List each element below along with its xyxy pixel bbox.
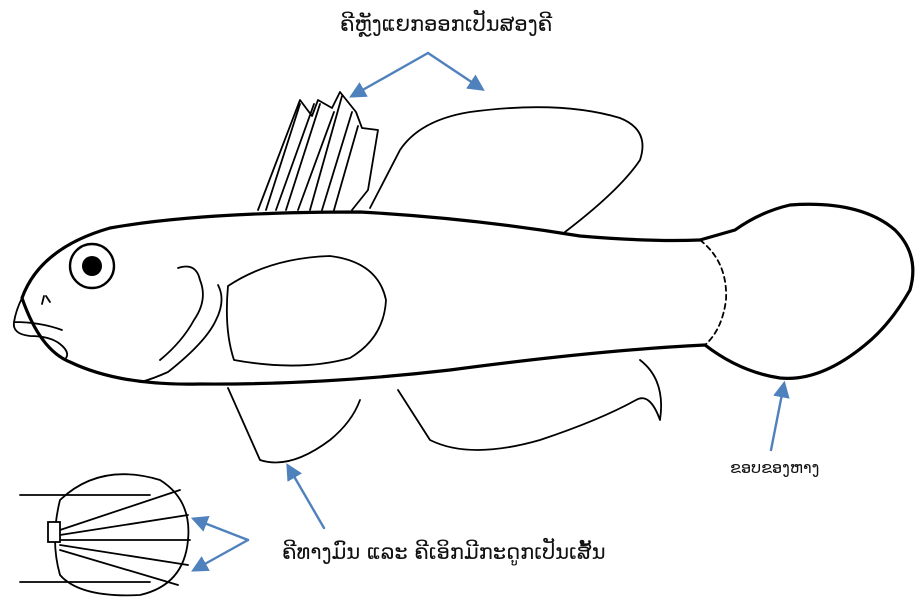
pelvic-fins-label: ຄີທາງມົນ ແລະ ຄີເອິກມີກະດູກເປັນເສັ້ນ <box>282 540 606 564</box>
arrow-dorsal-right <box>428 53 482 89</box>
second-dorsal-fin <box>370 107 643 232</box>
pectoral-fin <box>227 256 386 366</box>
eye <box>70 244 114 288</box>
fish-body <box>22 204 913 384</box>
caudal-fin-boundary <box>700 240 726 345</box>
pelvic-disc-inset <box>20 474 190 595</box>
dorsal-fins-label: ຄີຫຼັງແຍກອອກເປັນສອງຄີ <box>340 12 552 36</box>
pelvic-fin <box>228 388 360 463</box>
anal-fin <box>398 360 661 450</box>
arrow-caudal <box>771 384 784 450</box>
arrow-inset-upper <box>194 519 248 540</box>
fish-nostril <box>42 296 50 304</box>
arrow-pelvic <box>288 466 324 528</box>
gill-cover <box>140 267 222 383</box>
arrow-dorsal-left <box>352 53 428 96</box>
fish-mouth <box>14 298 67 358</box>
arrow-inset-lower <box>194 540 248 570</box>
first-dorsal-fin <box>258 92 378 210</box>
caudal-edge-label: ຂອບຂອງຫາງ <box>730 458 819 477</box>
